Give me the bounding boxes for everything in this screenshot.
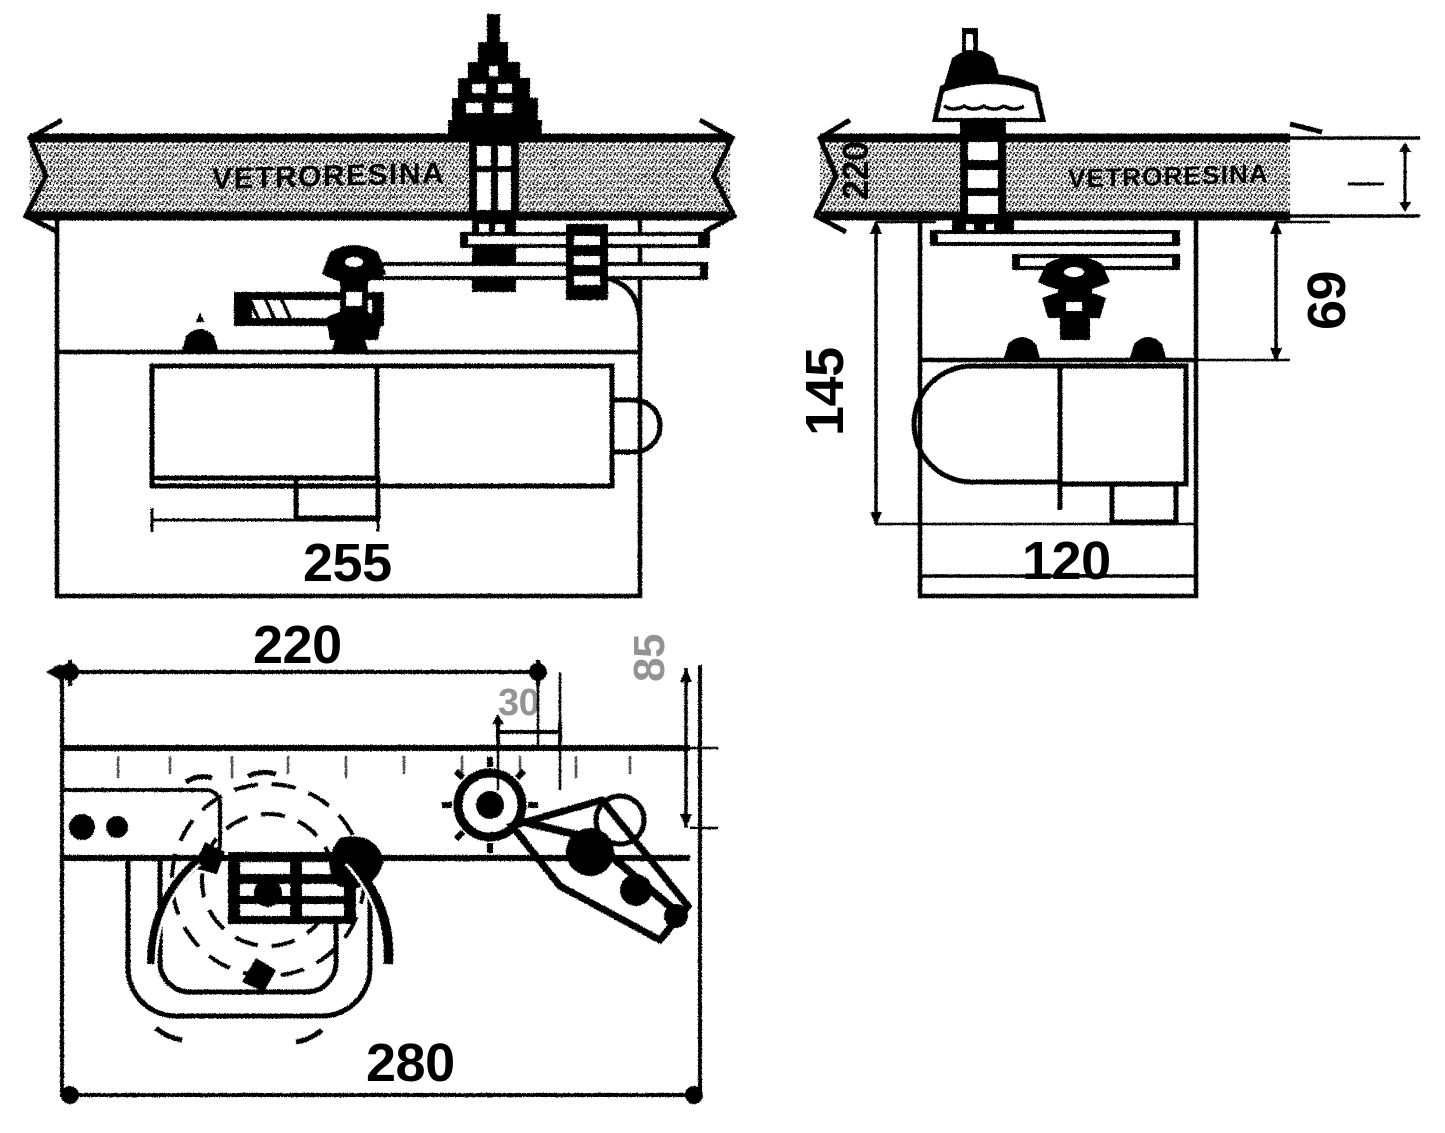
dimension-plan-85	[680, 668, 718, 830]
dimension-plan-30	[492, 672, 562, 790]
plan-actuator-arm	[505, 793, 693, 945]
side-mount-feet	[1004, 337, 1166, 358]
dimension-label-plan-85: 85	[625, 634, 674, 682]
side-panel-extension	[1290, 136, 1420, 218]
side-elevation-view	[812, 28, 1420, 599]
dimension-side-120	[918, 566, 1198, 588]
dimension-side-69	[1196, 220, 1330, 362]
dimension-side-145	[870, 220, 1196, 526]
front-mount-feet	[182, 312, 368, 350]
dimension-front-255	[150, 508, 380, 532]
dimension-label-side-145: 145	[795, 347, 855, 436]
front-housing-box	[149, 363, 663, 521]
side-cam-boss	[1038, 256, 1110, 340]
dimension-label-side-120: 120	[1022, 531, 1111, 591]
plan-link-arms-inner	[154, 862, 384, 965]
side-cam-cylinder	[911, 363, 1189, 525]
dimension-label-front-255: 255	[303, 533, 392, 593]
dimension-label-plan-280: 280	[366, 1033, 455, 1093]
side-panel-section	[812, 117, 1323, 235]
dimension-plan-280	[61, 1086, 703, 1104]
plan-view	[46, 660, 718, 1104]
panel-material-label-front: VETRORESINA	[212, 156, 446, 197]
front-cam-boss	[322, 245, 386, 340]
front-panel-section	[22, 117, 738, 235]
dimension-label-plan-220: 220	[253, 615, 342, 675]
plan-mount-lug	[60, 788, 222, 860]
plan-link-arms	[147, 856, 394, 965]
dimension-label-side-220: 220	[835, 141, 876, 200]
dimension-label-plan-30: 30	[498, 682, 540, 724]
dimension-plan-220	[46, 660, 547, 748]
plan-arc-ticks	[154, 769, 324, 1045]
panel-material-label-side: VETRORESINA	[1068, 158, 1270, 194]
front-spindle-assembly	[448, 14, 542, 292]
front-bolt-cluster	[566, 224, 643, 352]
front-body-outline	[54, 216, 643, 599]
side-body-outline	[917, 216, 1199, 599]
dimension-label-side-69: 69	[1297, 270, 1357, 330]
front-elevation-view	[22, 14, 738, 599]
plan-cam-housing	[125, 858, 373, 1019]
